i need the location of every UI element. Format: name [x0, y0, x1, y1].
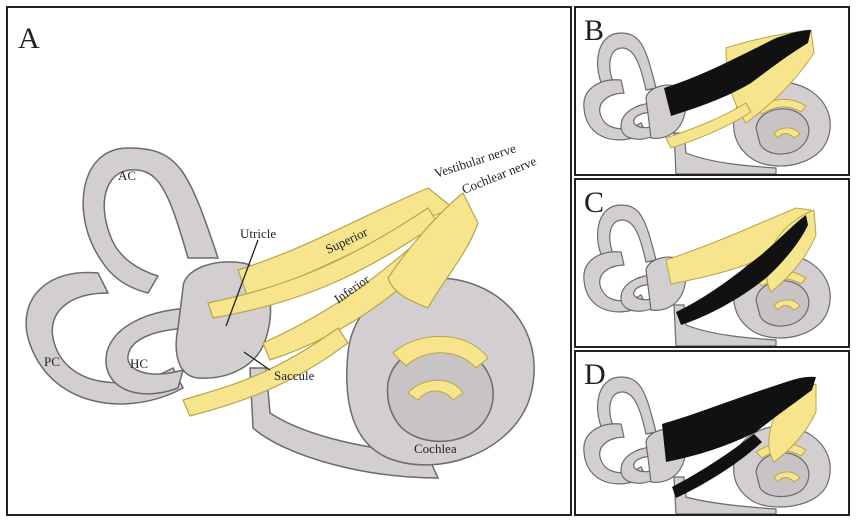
panel-a: A [6, 6, 572, 516]
label-cochlea: Cochlea [414, 441, 457, 456]
label-hc: HC [130, 356, 148, 371]
label-ac: AC [118, 168, 136, 183]
panel-b-diagram [576, 8, 848, 174]
panel-c: C [574, 178, 850, 348]
panel-b: B [574, 6, 850, 176]
panel-d-diagram [576, 352, 848, 514]
label-saccule: Saccule [274, 368, 315, 383]
panel-c-diagram [576, 180, 848, 346]
inner-ear-diagram: AC PC HC Utricle Saccule Superior Inferi… [8, 8, 570, 514]
label-utricle: Utricle [240, 226, 276, 241]
label-pc: PC [44, 354, 60, 369]
panel-d: D [574, 350, 850, 516]
